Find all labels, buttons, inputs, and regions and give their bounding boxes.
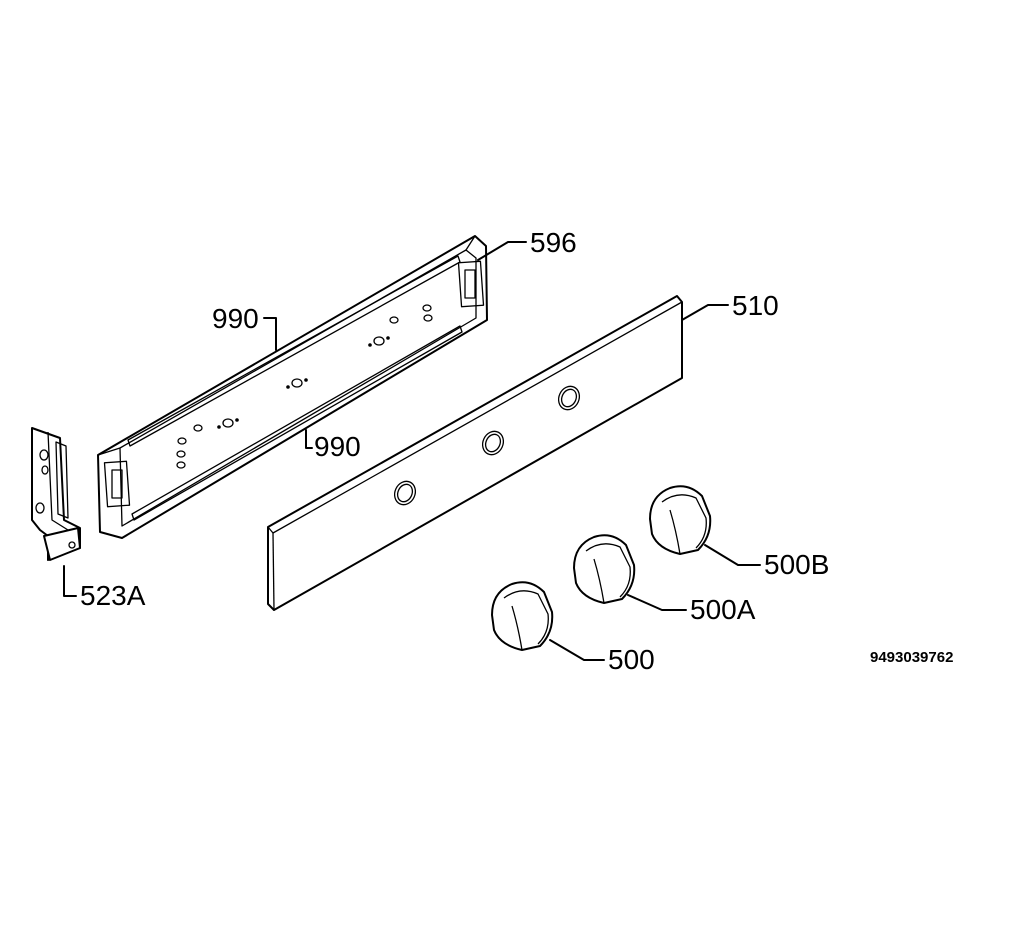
control-panel-frame (97, 235, 488, 539)
knob-500 (491, 581, 554, 651)
label-500: 500 (608, 644, 655, 675)
label-500a: 500A (690, 594, 756, 625)
side-bracket (31, 427, 81, 561)
knob-500a (573, 534, 636, 604)
label-990-bottom: 990 (314, 431, 361, 462)
leader-lines (63, 241, 761, 661)
knob-500b (649, 485, 712, 555)
label-523a: 523A (80, 580, 146, 611)
label-596: 596 (530, 227, 577, 258)
label-500b: 500B (764, 549, 829, 580)
document-id: 9493039762 (870, 649, 953, 666)
label-990-top: 990 (212, 303, 259, 334)
fascia-panel (267, 295, 683, 611)
frame-holes (176, 304, 433, 469)
label-510: 510 (732, 290, 779, 321)
